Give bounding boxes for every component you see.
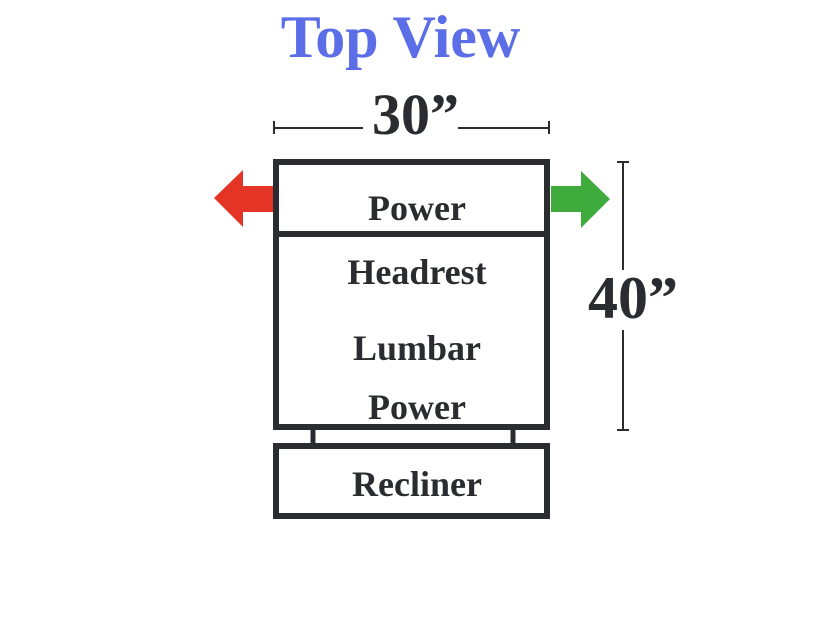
width-label: 30” — [372, 82, 459, 147]
zone-label-lumbar: Lumbar — [352, 328, 482, 368]
seat-connector — [310, 428, 516, 445]
diagram-title-text: Top View — [280, 4, 521, 70]
zone-label-recliner: Recliner — [352, 464, 482, 504]
arrow-right-icon — [551, 171, 610, 228]
zone-label-power-bottom: Power — [368, 387, 466, 427]
width-dimension-line — [273, 121, 550, 134]
height-label: 40” — [588, 265, 678, 331]
recliner-box — [273, 443, 550, 519]
zone-label-headrest: Headrest — [347, 252, 487, 292]
arrow-left-icon — [214, 170, 273, 227]
diagram-title: Top View — [0, 2, 825, 72]
height-dimension-line — [617, 161, 629, 431]
zone-label-power-top: Power — [368, 188, 466, 228]
seat-outline — [273, 159, 550, 430]
